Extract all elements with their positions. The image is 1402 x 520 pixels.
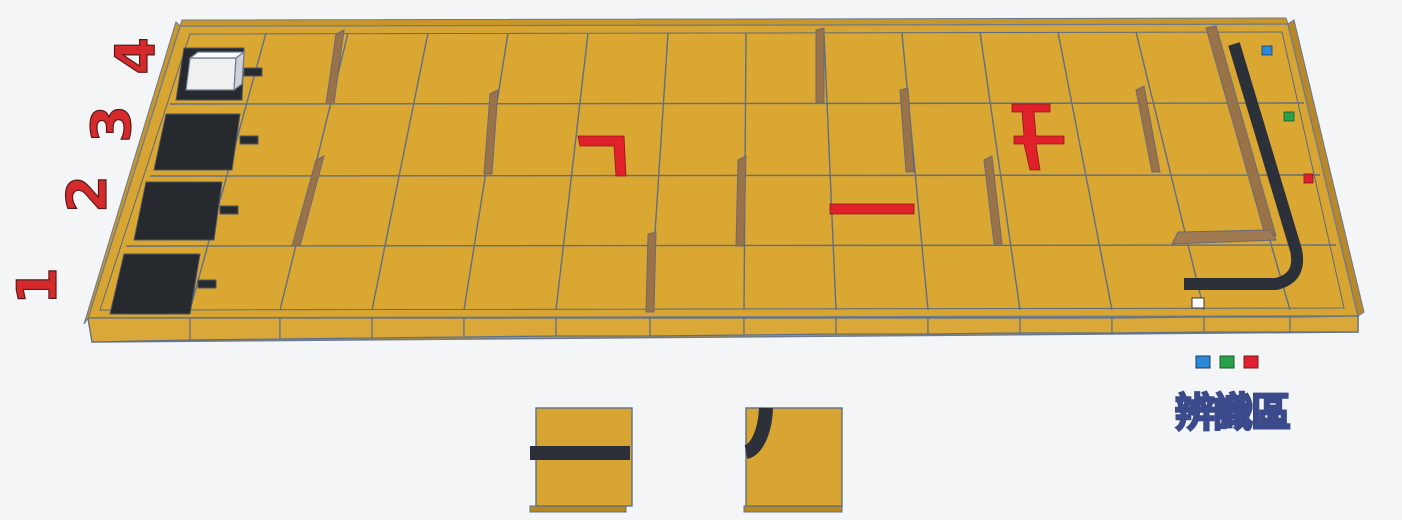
green-marker (1284, 112, 1294, 121)
lane-label-2: 2 (56, 175, 119, 213)
lane-label-3: 3 (80, 105, 143, 143)
white-marker (1192, 298, 1204, 308)
game-board (84, 18, 1364, 342)
start-pad-1 (110, 254, 200, 314)
start-pad-3 (154, 114, 240, 170)
curved-track-tile (744, 408, 842, 512)
recognition-color-legend (1196, 356, 1258, 368)
red-marker-bar (830, 204, 914, 214)
legend-blue (1196, 356, 1210, 368)
blue-marker (1262, 46, 1272, 55)
robot-box (186, 52, 244, 90)
lane-label-1: 1 (6, 267, 69, 305)
legend-red (1244, 356, 1258, 368)
back-wall (180, 18, 1288, 26)
legend-green (1220, 356, 1234, 368)
start-pad-2 (134, 182, 222, 240)
recognition-zone-label: 辨識區 (1175, 390, 1290, 436)
red-square-marker (1304, 174, 1313, 183)
lane-label-4: 4 (104, 37, 167, 75)
straight-track-tile (530, 408, 632, 512)
front-rail (88, 316, 1358, 342)
